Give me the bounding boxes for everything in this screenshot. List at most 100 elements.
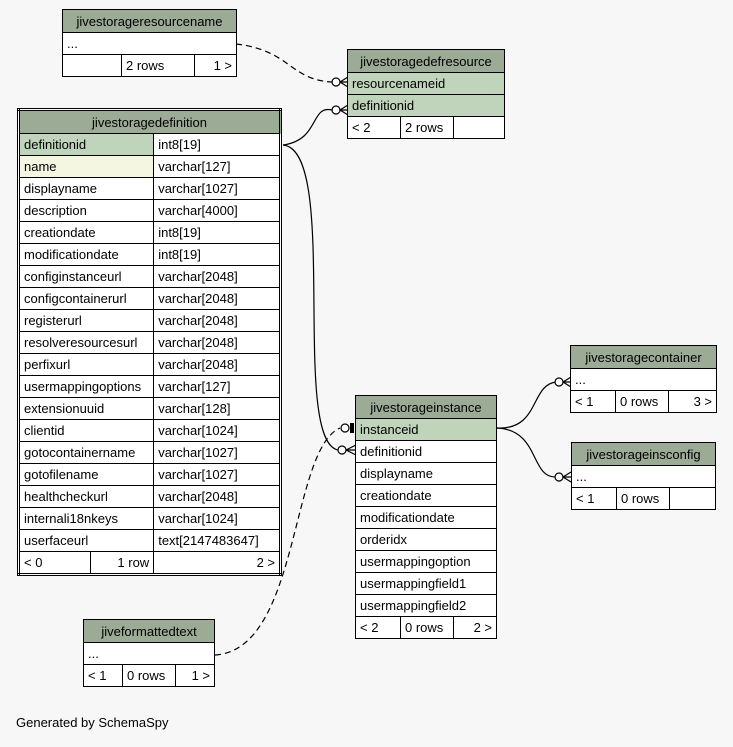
rows-count: 2 rows <box>400 116 454 139</box>
table-jivestorageinstance[interactable]: jivestorageinstance instanceid definitio… <box>355 395 497 639</box>
edge-end-circle <box>337 445 347 455</box>
column-type: varchar[128] <box>153 397 281 420</box>
parents-count: < 2 <box>347 116 401 139</box>
parents-count: < 2 <box>355 616 401 639</box>
column-type: text[2147483647] <box>153 529 281 552</box>
column-row: usermappingfield2 <box>355 594 497 617</box>
edge-end-circle <box>331 105 341 115</box>
edge-end-circle <box>331 77 341 87</box>
column-name: modificationdate <box>17 243 155 266</box>
column-row: ... <box>570 368 717 391</box>
column-type: varchar[4000] <box>153 199 281 222</box>
column-row: modificationdate <box>355 506 497 529</box>
column-name: configinstanceurl <box>17 265 155 288</box>
column-type: varchar[1027] <box>153 463 281 486</box>
parents-count <box>62 54 122 77</box>
column-name: extensionuuid <box>17 397 155 420</box>
rows-count: 1 row <box>89 551 155 575</box>
parents-count: < 0 <box>18 551 91 575</box>
column-type: varchar[1024] <box>153 419 281 442</box>
edge-formattedtext-instance <box>214 427 341 656</box>
parents-count: < 1 <box>83 664 123 687</box>
column-row: displayname <box>355 462 497 485</box>
column-name: resolveresourcesurl <box>17 331 155 354</box>
column-type: varchar[2048] <box>153 265 281 288</box>
table-jivestoragedefinition[interactable]: jivestoragedefinition definitionid int8[1… <box>17 108 282 576</box>
table-title: jivestorageinstance <box>355 395 497 419</box>
edge-definition-defresource <box>282 109 333 146</box>
rows-count: 0 rows <box>616 487 670 510</box>
parents-count: < 1 <box>571 487 617 510</box>
edge-instance-container <box>496 381 557 429</box>
column-type: varchar[2048] <box>153 309 281 332</box>
children-count: 1 > <box>175 664 215 687</box>
column-row: usermappingoption <box>355 550 497 573</box>
column-name: configcontainerurl <box>17 287 155 310</box>
column-type: varchar[2048] <box>153 353 281 376</box>
rows-count: 2 rows <box>121 54 195 77</box>
column-name: registerurl <box>17 309 155 332</box>
edge-end-circle <box>554 472 564 482</box>
children-count <box>669 487 716 510</box>
table-title: jivestoragedefinition <box>18 109 281 134</box>
edge-resourcename-defresource <box>235 43 333 83</box>
column-row: instanceid <box>355 418 497 441</box>
parents-count: < 1 <box>570 390 616 413</box>
column-row: definitionid <box>355 440 497 463</box>
children-count: 1 > <box>193 54 238 77</box>
table-title: jiveformattedtext <box>83 619 215 643</box>
rows-count: 0 rows <box>400 616 454 639</box>
crowfoot-marker <box>562 376 572 388</box>
generated-by-footer: Generated by SchemaSpy <box>16 715 169 730</box>
table-jivestoragecontainer[interactable]: jivestoragecontainer ... < 1 0 rows 3 > <box>570 345 717 413</box>
edge-instance-insconfig <box>496 427 557 478</box>
table-title: jivestoragedefresource <box>347 49 505 73</box>
crowfoot-marker <box>339 76 349 88</box>
column-name: internali18nkeys <box>17 507 155 530</box>
crowfoot-marker <box>562 471 572 483</box>
column-type: int8[19] <box>153 221 281 244</box>
column-name: creationdate <box>17 221 155 244</box>
one-marker <box>350 423 354 433</box>
edge-definition-instance <box>282 144 339 451</box>
table-jivestoragedefresource[interactable]: jivestoragedefresource resourcenameid de… <box>347 49 505 139</box>
column-row: orderidx <box>355 528 497 551</box>
table-jivestorageinsconfig[interactable]: jivestorageinsconfig ... < 1 0 rows <box>571 442 716 510</box>
column-type: varchar[127] <box>153 375 281 398</box>
children-count: 3 > <box>668 390 717 413</box>
column-type: varchar[1024] <box>153 507 281 530</box>
column-name: perfixurl <box>17 353 155 376</box>
column-type: varchar[2048] <box>153 485 281 508</box>
column-type: varchar[127] <box>153 155 281 178</box>
column-type: varchar[2048] <box>153 331 281 354</box>
column-name: name <box>17 155 155 178</box>
table-title: jivestoragecontainer <box>570 345 717 369</box>
column-row: ... <box>83 642 215 665</box>
column-name: definitionid <box>17 133 155 156</box>
column-type: varchar[1027] <box>153 441 281 464</box>
rows-count: 0 rows <box>615 390 669 413</box>
column-name: healthcheckurl <box>17 485 155 508</box>
edge-end-circle <box>554 377 564 387</box>
column-row: ... <box>571 465 716 488</box>
column-row: creationdate <box>355 484 497 507</box>
edge-end-circle <box>340 423 350 433</box>
column-name: userfaceurl <box>17 529 155 552</box>
column-type: int8[19] <box>153 243 281 266</box>
column-name: description <box>17 199 155 222</box>
children-count: 2 > <box>453 616 497 639</box>
column-type: varchar[2048] <box>153 287 281 310</box>
children-count <box>453 116 505 139</box>
crowfoot-marker <box>345 444 357 456</box>
table-title: jivestorageinsconfig <box>571 442 716 466</box>
column-row: resourcenameid <box>347 72 505 95</box>
table-jivestorageresourcename[interactable]: jivestorageresourcename ... 2 rows 1 > <box>62 9 238 77</box>
column-name: gotofilename <box>17 463 155 486</box>
column-name: gotocontainername <box>17 441 155 464</box>
column-name: displayname <box>17 177 155 200</box>
table-jiveformattedtext[interactable]: jiveformattedtext ... < 1 0 rows 1 > <box>83 619 215 687</box>
rows-count: 0 rows <box>122 664 176 687</box>
column-name: usermappingoptions <box>17 375 155 398</box>
column-row: ... <box>62 32 237 55</box>
